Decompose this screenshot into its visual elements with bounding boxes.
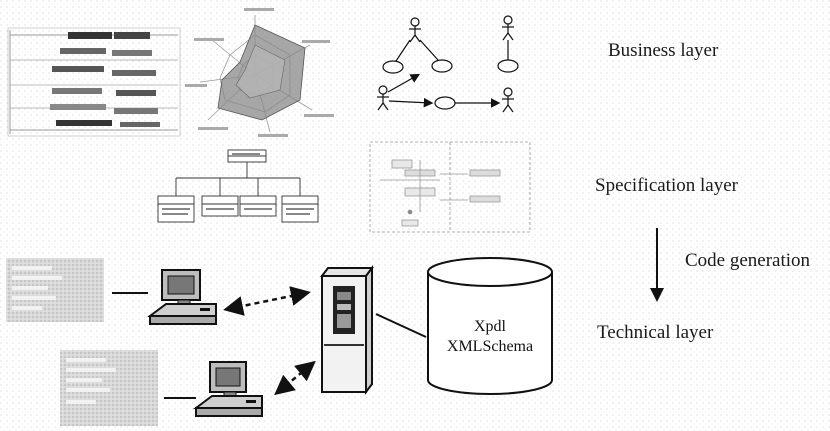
connector-line-db <box>375 313 427 338</box>
network-link-top <box>223 286 311 316</box>
business-layer-label: Business layer <box>608 40 719 61</box>
server-icon <box>320 265 374 395</box>
class-diagram-thumbnail <box>157 149 319 223</box>
network-link-bottom <box>274 360 316 396</box>
technical-layer-label: Technical layer <box>597 322 714 343</box>
database-label-xpdl: Xpdl <box>474 318 506 335</box>
code-generation-arrow <box>650 228 664 302</box>
code-generation-label: Code generation <box>685 250 811 271</box>
use-case-diagram-thumbnail <box>377 15 519 113</box>
activity-diagram-thumbnail <box>369 141 531 233</box>
radar-chart-thumbnail <box>185 8 334 137</box>
computer-icon-bottom <box>193 361 263 417</box>
database-icon <box>427 257 553 395</box>
computer-icon-top <box>147 269 217 325</box>
gantt-chart-thumbnail <box>7 27 181 137</box>
specification-layer-label: Specification layer <box>595 175 738 196</box>
database-label-xmlschema: XMLSchema <box>446 338 534 355</box>
